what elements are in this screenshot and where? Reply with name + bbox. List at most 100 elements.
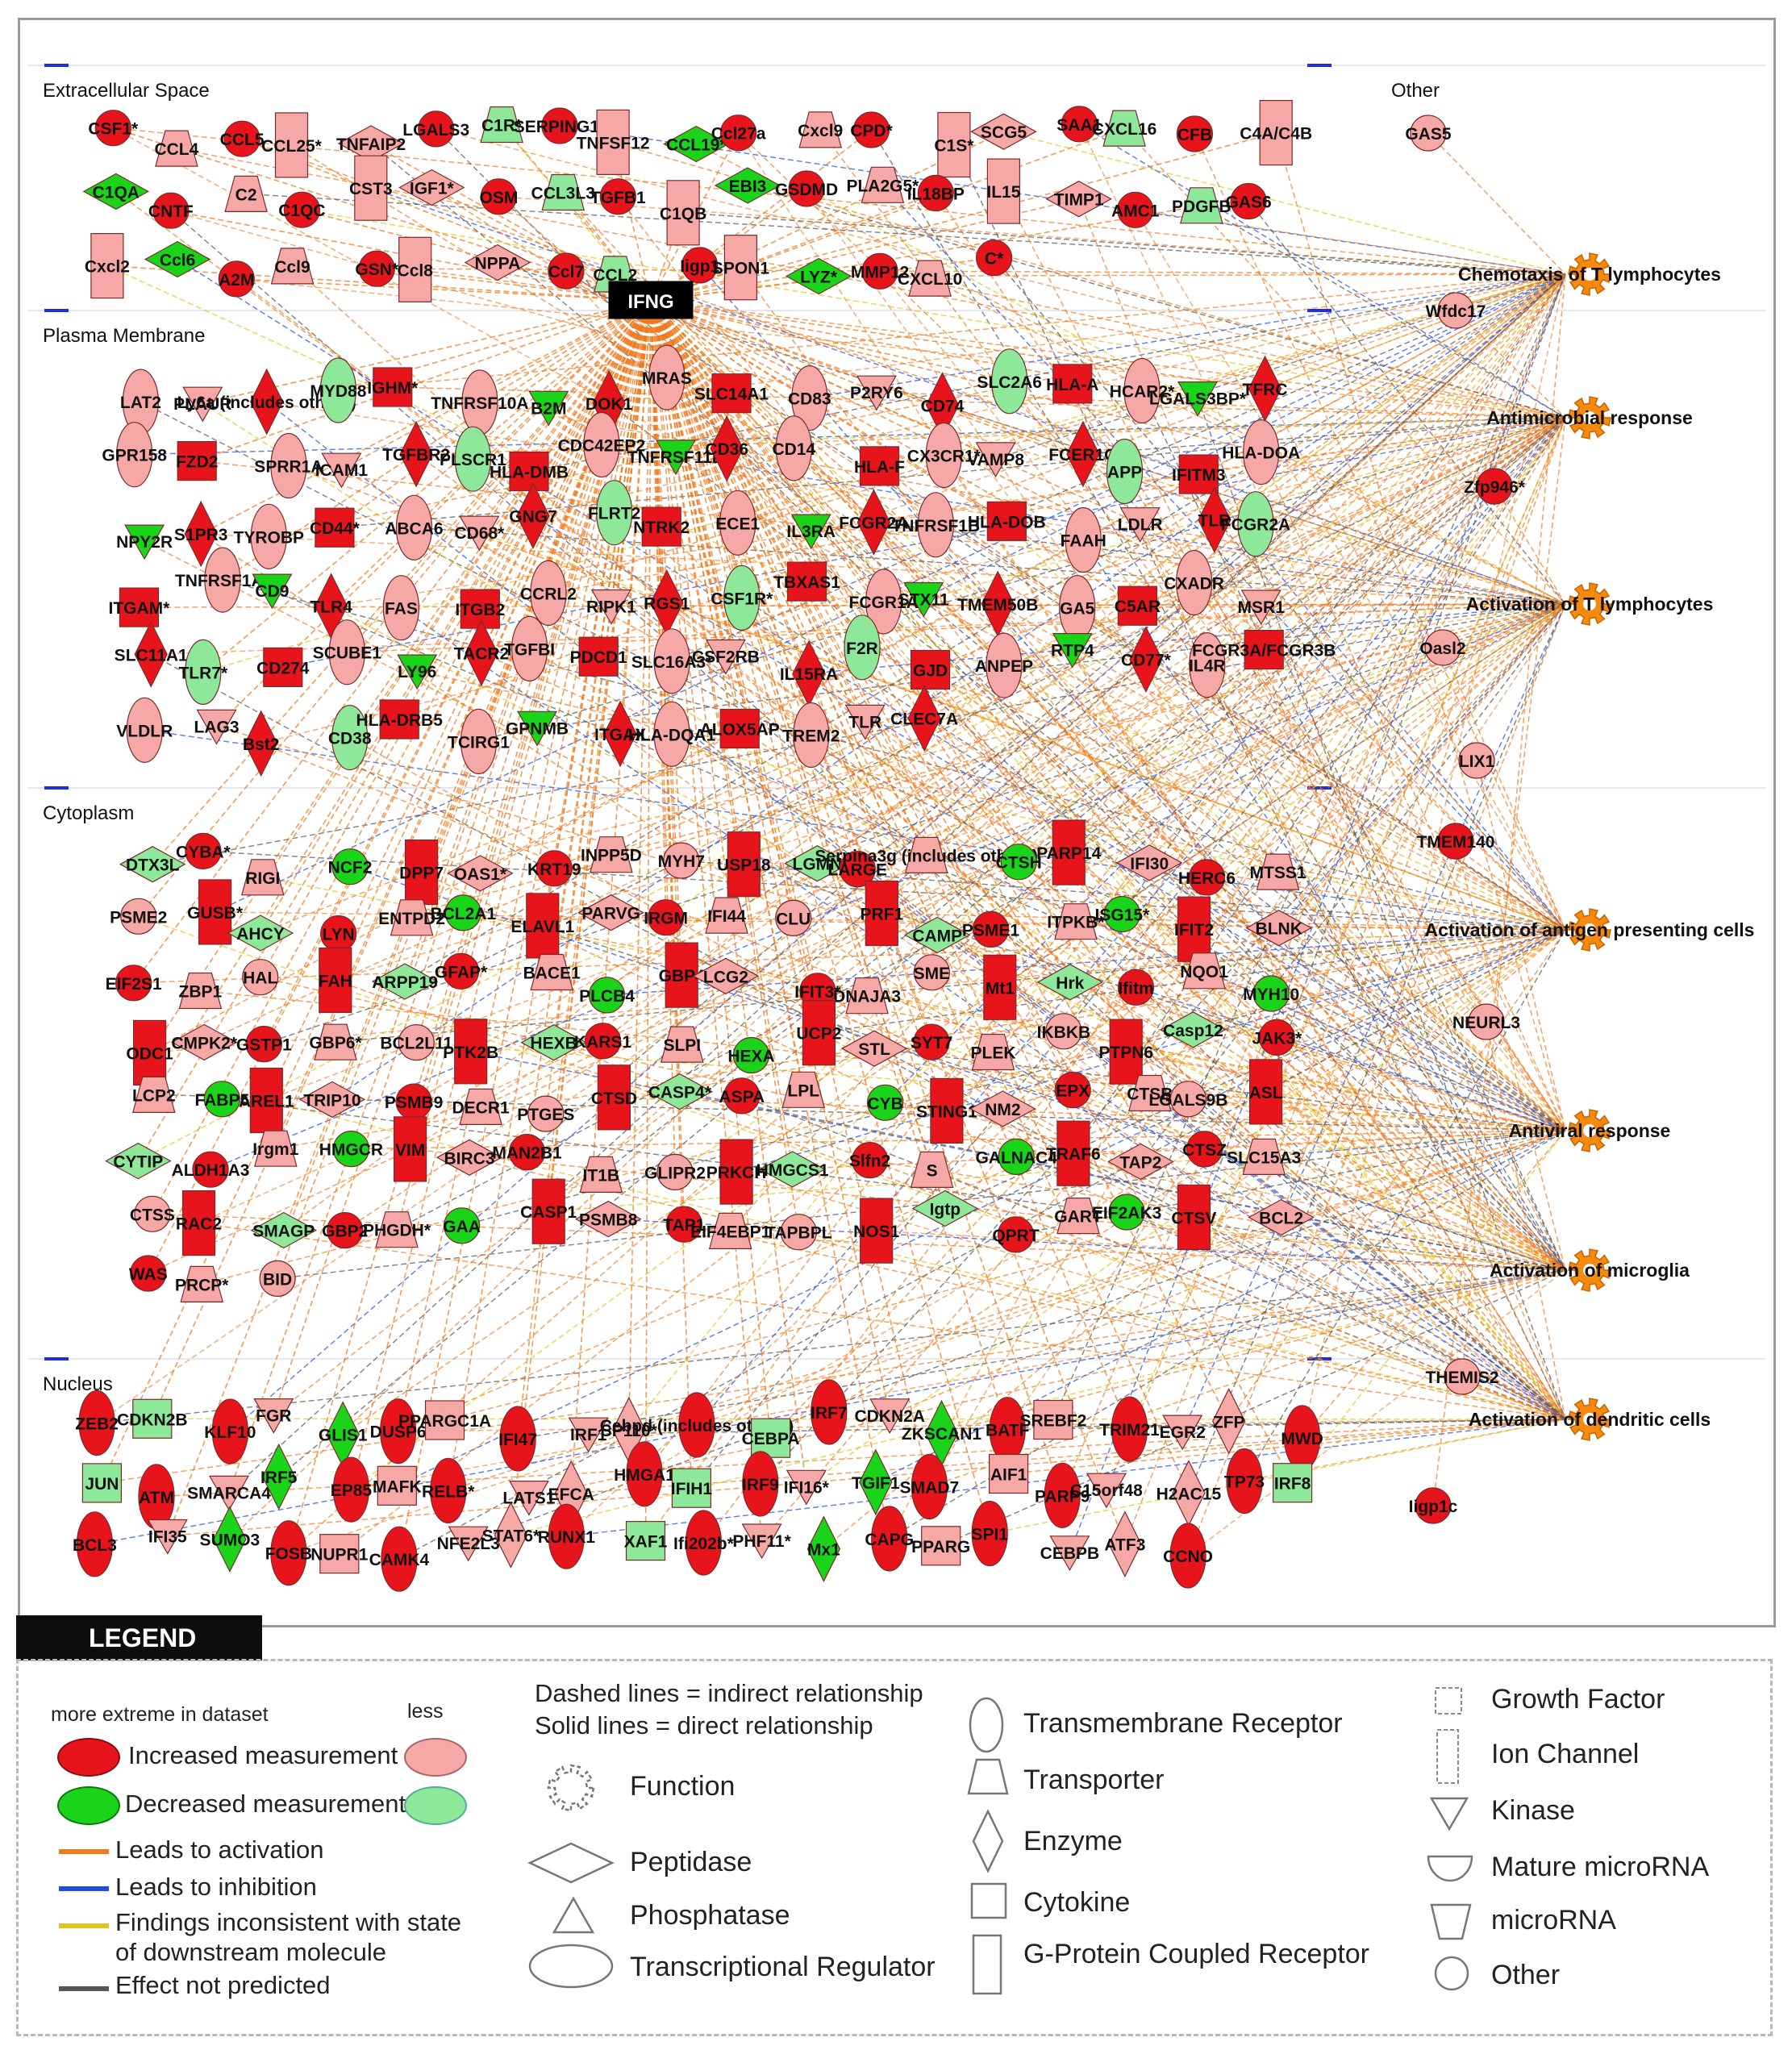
node-fosb[interactable]: FOSB — [265, 1520, 312, 1586]
node-nfe2l3[interactable]: NFE2L3 — [437, 1526, 500, 1562]
node-ifit2[interactable]: IFIT2 — [1174, 896, 1214, 962]
node-neurl3[interactable]: NEURL3 — [1452, 1003, 1520, 1040]
node-s[interactable]: S — [910, 1151, 954, 1189]
node-bcl3[interactable]: BCL3 — [73, 1511, 117, 1577]
node-faah[interactable]: FAAH — [1061, 506, 1106, 573]
node-klf10[interactable]: KLF10 — [204, 1398, 256, 1465]
node-cd83[interactable]: CD83 — [788, 365, 831, 431]
node-plscr1[interactable]: PLSCR1 — [440, 426, 506, 492]
node-zfp946[interactable]: Zfp946* — [1464, 468, 1526, 505]
node-ly6a-includes-others[interactable]: Ly6a (includes others) — [177, 368, 356, 435]
node-arpp19[interactable]: ARPP19 — [371, 963, 439, 1000]
node-serping1[interactable]: SERPING1* — [514, 107, 606, 144]
node-ptk2b[interactable]: PTK2B — [443, 1019, 498, 1085]
node-rgs1[interactable]: RGS1 — [644, 569, 690, 636]
node-slc16a3[interactable]: SLC16A3* — [631, 628, 713, 694]
node-tmem140[interactable]: TMEM140 — [1417, 823, 1495, 860]
node-nqo1[interactable]: NQO1 — [1180, 952, 1228, 990]
node-ctsh[interactable]: CTSH — [996, 844, 1042, 881]
node-herc6[interactable]: HERC6 — [1178, 859, 1236, 896]
node-ntrk2[interactable]: NTRK2 — [633, 506, 690, 547]
node-ccl9[interactable]: Ccl9 — [270, 248, 315, 285]
node-inpp5d[interactable]: INPP5D — [581, 836, 642, 873]
node-irf1[interactable]: IRF1 — [568, 1417, 609, 1453]
node-myh10[interactable]: MYH10 — [1243, 975, 1299, 1012]
node-tacr2[interactable]: TACR2 — [454, 619, 509, 687]
node-isg15[interactable]: ISG15* — [1095, 895, 1151, 933]
node-glis1[interactable]: GLIS1 — [319, 1401, 368, 1468]
node-entpd2[interactable]: ENTPD2 — [378, 899, 445, 936]
node-gas6[interactable]: GAS6 — [1226, 182, 1272, 220]
node-irf7[interactable]: IRF7 — [811, 1379, 848, 1445]
node-ccl25[interactable]: CCL25* — [261, 112, 323, 178]
node-phgdh[interactable]: PHGDH* — [363, 1211, 431, 1248]
node-gjd[interactable]: GJD — [910, 649, 951, 690]
node-ifit3[interactable]: IFIT3* — [794, 973, 841, 1010]
node-anpep[interactable]: ANPEP — [975, 632, 1033, 698]
node-gng7[interactable]: GNG7 — [509, 482, 557, 550]
node-lcg2[interactable]: LCG2 — [692, 957, 760, 994]
node-bst2[interactable]: Bst2 — [243, 710, 280, 777]
node-amc1[interactable]: AMC1 — [1111, 191, 1160, 228]
node-galnac4[interactable]: GALNAC4 — [975, 1138, 1057, 1176]
node-cytip[interactable]: CYTIP — [105, 1142, 172, 1180]
node-fas[interactable]: FAS — [382, 575, 419, 641]
node-oasl2[interactable]: Oasl2 — [1419, 629, 1466, 666]
node-iigp1c[interactable]: Iigp1c — [1409, 1487, 1458, 1524]
node-cd74[interactable]: CD74 — [921, 372, 965, 439]
node-npy2r[interactable]: NPY2R — [116, 524, 173, 560]
node-c5ar[interactable]: C5AR — [1115, 585, 1161, 626]
node-cxadr[interactable]: CXADR — [1164, 549, 1224, 616]
node-tnfrsf11b[interactable]: TNFRSF11B — [627, 440, 724, 476]
node-tgfbr2[interactable]: TGFBR2 — [382, 420, 450, 488]
hub-node-ifng[interactable]: IFNG — [608, 281, 694, 319]
node-dpp7[interactable]: DPP7 — [399, 839, 444, 906]
node-trip10[interactable]: TRIP10 — [298, 1081, 366, 1119]
node-lat2[interactable]: LAT2 — [120, 369, 161, 435]
node-fabp5[interactable]: FABP5 — [194, 1081, 249, 1118]
node-cpd[interactable]: CPD* — [850, 111, 894, 148]
node-fgr[interactable]: FGR — [253, 1398, 294, 1434]
node-cebpa[interactable]: CEBPA — [742, 1418, 800, 1458]
node-srebf2[interactable]: SREBF2 — [1019, 1399, 1086, 1440]
node-nppa[interactable]: NPPA — [464, 244, 531, 281]
node-aif1[interactable]: AIF1 — [988, 1453, 1029, 1494]
node-gpnmb[interactable]: GPNMB — [506, 710, 569, 747]
node-psmb8[interactable]: PSMB8 — [574, 1200, 642, 1238]
node-cd274[interactable]: CD274 — [256, 647, 310, 688]
node-spi1[interactable]: SPI1 — [971, 1500, 1008, 1567]
node-sme[interactable]: SME — [914, 954, 951, 991]
node-igtp[interactable]: Igtp — [911, 1190, 979, 1227]
node-hla-dqa1[interactable]: HLA-DQA1 — [628, 701, 716, 767]
node-tgfb1[interactable]: TGFB1 — [590, 178, 646, 215]
node-pparg[interactable]: PPARG — [911, 1526, 970, 1566]
node-vldlr[interactable]: VLDLR — [116, 697, 173, 763]
node-tnfaip2[interactable]: TNFAIP2 — [336, 125, 406, 162]
node-hcar2[interactable]: HCAR2* — [1110, 357, 1175, 424]
node-fzd2[interactable]: FZD2 — [176, 440, 219, 481]
node-gbp4[interactable]: GBP4 — [659, 942, 706, 1008]
node-glipr2[interactable]: GLIPR2 — [644, 1153, 706, 1191]
node-usp18[interactable]: USP18 — [717, 831, 771, 898]
node-gpr158[interactable]: GPR158 — [102, 422, 167, 488]
node-cd68[interactable]: CD68* — [454, 515, 505, 552]
node-b2m[interactable]: B2M — [528, 390, 569, 427]
node-dusp6[interactable]: DUSP6 — [370, 1398, 427, 1465]
node-lag3[interactable]: LAG3 — [194, 709, 240, 745]
node-smarca4[interactable]: SMARCA4 — [187, 1475, 271, 1511]
node-ccl4[interactable]: CCL4 — [154, 130, 199, 167]
node-fcgr1a[interactable]: FCGR1A — [849, 569, 919, 635]
node-decr1[interactable]: DECR1 — [452, 1088, 511, 1126]
node-msr1[interactable]: MSR1 — [1238, 590, 1286, 626]
node-stl[interactable]: STL — [840, 1030, 908, 1067]
node-jun[interactable]: JUN — [81, 1463, 123, 1503]
node-ripk1[interactable]: RIPK1 — [586, 589, 636, 625]
node-flrt2[interactable]: FLRT2 — [588, 480, 640, 546]
function-antiviral-response[interactable]: Antiviral response — [1509, 1109, 1671, 1152]
node-mt1[interactable]: Mt1 — [983, 954, 1017, 1020]
node-parvg[interactable]: PARVG — [577, 894, 644, 931]
node-cst3[interactable]: CST3 — [349, 155, 393, 221]
node-myd88[interactable]: MYD88 — [310, 357, 367, 423]
function-antimicrobial-response[interactable]: Antimicrobial response — [1486, 396, 1693, 440]
